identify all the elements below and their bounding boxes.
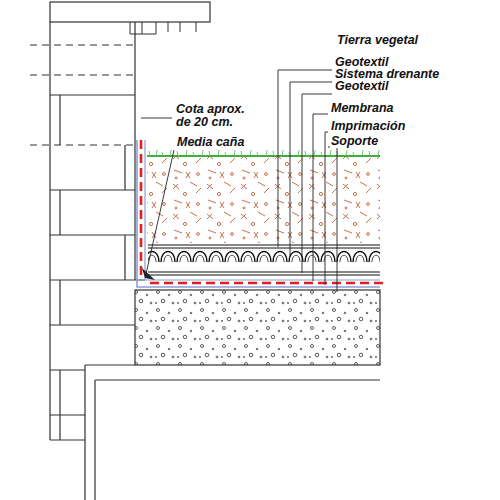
layer-label: Geotextil xyxy=(334,80,390,93)
dimension-note: Cota aprox. de 20 cm. xyxy=(175,103,259,129)
layer-label: Membrana xyxy=(330,102,395,115)
layer-label: Imprimación xyxy=(330,120,406,133)
layer-label: Tierra vegetal xyxy=(336,34,419,47)
detail-label: Media caña xyxy=(176,136,245,149)
layer-label: Soporte xyxy=(330,135,379,148)
